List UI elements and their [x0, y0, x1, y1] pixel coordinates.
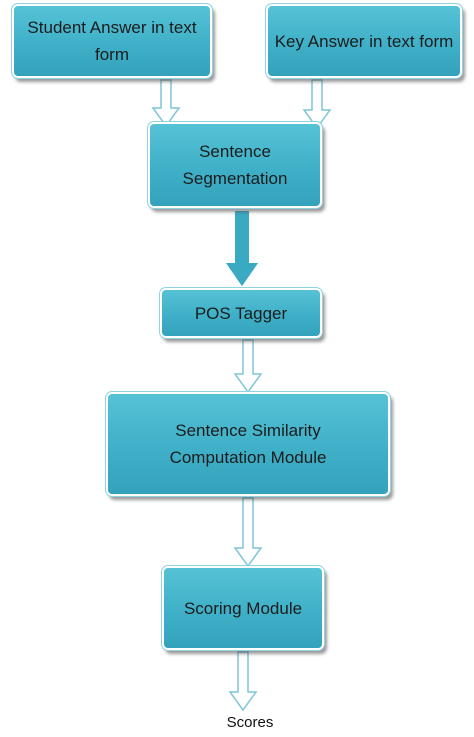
node-similarity-module: Sentence Similarity Computation Module — [105, 391, 391, 497]
node-key-answer: Key Answer in text form — [265, 3, 463, 79]
arrow-similarity-to-scoring — [233, 497, 263, 568]
arrow-student-to-segmentation — [151, 79, 181, 128]
node-sentence-segmentation: Sentence Segmentation — [147, 121, 323, 209]
arrow-pos-to-similarity — [233, 339, 263, 394]
arrow-segmentation-to-pos — [222, 209, 262, 290]
output-scores-label: Scores — [226, 714, 274, 731]
node-scoring-module: Scoring Module — [161, 565, 325, 651]
node-student-answer: Student Answer in text form — [11, 3, 213, 79]
arrow-scoring-to-scores — [228, 651, 258, 712]
node-similarity-module-label: Sentence Similarity Computation Module — [169, 421, 327, 467]
node-key-answer-label: Key Answer in text form — [274, 31, 454, 51]
node-student-answer-label: Student Answer in text form — [27, 18, 197, 64]
node-pos-tagger-label: POS Tagger — [194, 303, 288, 323]
arrow-key-to-segmentation — [302, 79, 332, 130]
node-scoring-module-label: Scoring Module — [183, 598, 303, 618]
node-pos-tagger: POS Tagger — [159, 287, 323, 339]
node-sentence-segmentation-label: Sentence Segmentation — [182, 142, 288, 188]
